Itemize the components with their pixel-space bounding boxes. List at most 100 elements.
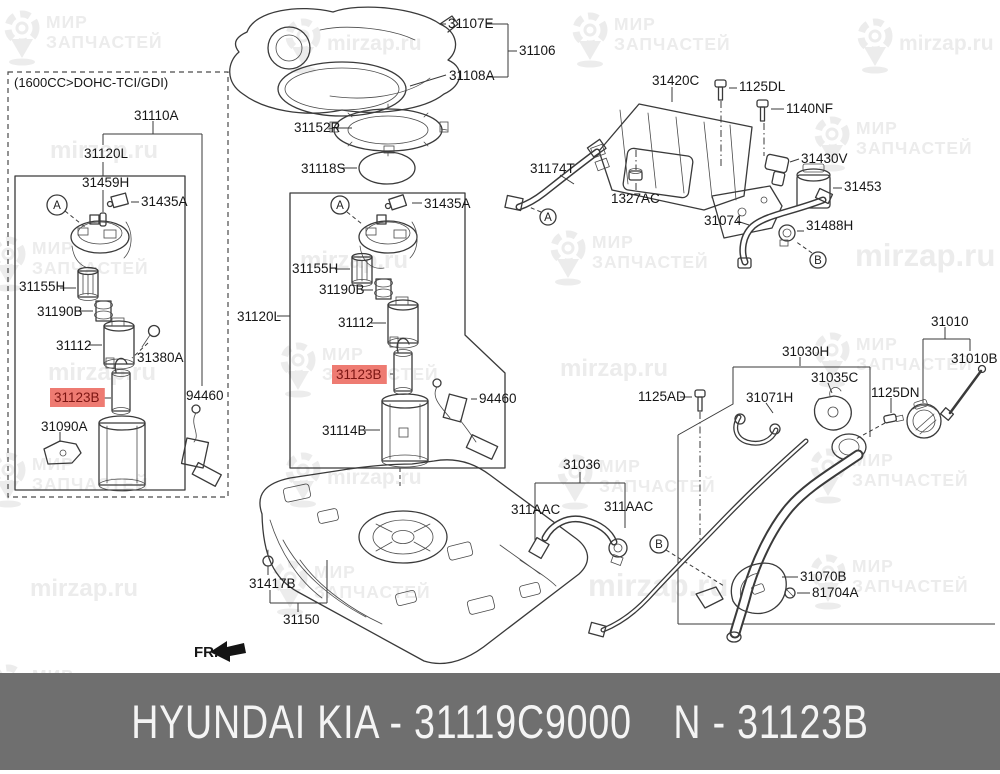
drain-bolt-31417B (262, 549, 274, 567)
svg-text:МИР: МИР (314, 562, 356, 582)
svg-text:31430V: 31430V (801, 151, 848, 166)
svg-text:31174T: 31174T (530, 161, 575, 176)
callout-31118S: 31118S (301, 161, 346, 176)
callout-31190B: 31190B (319, 282, 365, 297)
sensor-31380A (141, 324, 161, 348)
lock-ring-31152R (327, 103, 449, 157)
svg-text:31108A: 31108A (449, 68, 495, 83)
callout-31123B[interactable]: 31123B (332, 365, 387, 384)
callout-31174T: 31174T (530, 161, 575, 176)
callout-31453: 31453 (844, 179, 882, 194)
svg-text:mirzap.ru: mirzap.ru (300, 247, 408, 274)
fuel-tank-31150 (259, 459, 589, 665)
callout-31420C: 31420C (652, 73, 700, 88)
pump-filter-31123B-left (111, 357, 131, 415)
callout-31150: 31150 (283, 612, 320, 627)
callout-31010B: 31010B (951, 351, 998, 366)
part-info-right: N - 31123B (673, 695, 869, 748)
callout-FR.: FR. (194, 644, 218, 661)
fuel-sender-94460-left (180, 404, 222, 487)
svg-text:31120L: 31120L (84, 146, 129, 161)
watermark-site-logo: mirzap.ru (50, 137, 158, 164)
connector-marker-B: B (809, 251, 827, 269)
part-info-left: HYUNDAI KIA - 31119C9000 (131, 695, 632, 748)
svg-text:ЗАПЧАСТЕЙ: ЗАПЧАСТЕЙ (852, 575, 969, 596)
bolt-1125AD (694, 389, 706, 412)
svg-text:A: A (544, 212, 552, 224)
fuel-sender-94460-center (432, 378, 499, 460)
callout-31090A: 31090A (41, 419, 88, 434)
callout-31435A: 31435A (141, 194, 188, 209)
svg-text:31074: 31074 (704, 213, 742, 228)
svg-text:mirzap.ru: mirzap.ru (30, 575, 138, 602)
svg-text:94460: 94460 (479, 391, 517, 406)
svg-text:31106: 31106 (519, 43, 556, 58)
svg-text:ЗАПЧАСТЕЙ: ЗАПЧАСТЕЙ (614, 33, 731, 54)
svg-text:mirzap.ru: mirzap.ru (327, 466, 422, 489)
svg-text:94460: 94460 (186, 388, 224, 403)
svg-text:МИР: МИР (599, 456, 641, 476)
callout-94460: 94460 (479, 391, 517, 406)
svg-text:МИР: МИР (852, 556, 894, 576)
part-info-text: HYUNDAI KIA - 31119C9000 N - 31123B (131, 694, 869, 749)
svg-text:31155H: 31155H (292, 261, 338, 276)
callout-31112: 31112 (56, 338, 92, 353)
part-number-callouts: (1600CC>DOHC-TCI/GDI)31110A31120L31459H3… (14, 16, 998, 661)
fuel-pump-plate-left (70, 192, 132, 269)
valve-31430V (764, 153, 790, 187)
svg-text:31417B: 31417B (249, 576, 296, 591)
svg-text:31090A: 31090A (41, 419, 88, 434)
svg-text:31152R: 31152R (294, 120, 341, 135)
svg-text:mirzap.ru: mirzap.ru (560, 355, 668, 382)
callout-1600CCDOHCTCIGDI: (1600CC>DOHC-TCI/GDI) (14, 75, 168, 90)
callout-31030H: 31030H (782, 344, 829, 359)
bolt-1125DN (883, 413, 905, 424)
svg-text:B: B (655, 539, 663, 551)
seal-31118S (341, 151, 416, 185)
callout-31107E: 31107E (448, 16, 494, 31)
svg-text:mirzap.ru: mirzap.ru (48, 359, 156, 386)
bracket-31090A (43, 440, 82, 465)
svg-text:mirzap.ru: mirzap.ru (855, 238, 995, 273)
tank-cover-parts (229, 6, 517, 185)
svg-text:81704A: 81704A (812, 585, 859, 600)
valve-31435A-center (384, 194, 408, 211)
svg-text:31010B: 31010B (951, 351, 998, 366)
fuel-filter-left (77, 266, 99, 301)
svg-text:МИР: МИР (856, 118, 898, 138)
svg-text:31453: 31453 (844, 179, 882, 194)
connector-marker-A: A (330, 195, 350, 215)
callout-31120L: 31120L (84, 146, 129, 161)
svg-text:1125DN: 1125DN (871, 385, 920, 400)
hose-31071H (733, 413, 781, 446)
svg-text:31120L: 31120L (237, 309, 282, 324)
svg-text:МИР: МИР (592, 232, 634, 252)
connector-marker-A: A (539, 208, 557, 226)
gasket-31108A (277, 61, 447, 117)
callout-31459H: 31459H (82, 175, 129, 190)
svg-text:31123B: 31123B (336, 367, 382, 382)
svg-text:31435A: 31435A (424, 196, 471, 211)
fuel-filter-center (351, 252, 373, 287)
callout-31430V: 31430V (801, 151, 848, 166)
canister-assembly (504, 79, 842, 269)
svg-text:B: B (814, 255, 822, 267)
svg-text:МИР: МИР (322, 344, 364, 364)
callout-31190B: 31190B (37, 304, 83, 319)
svg-text:МИР: МИР (614, 14, 656, 34)
svg-text:31035C: 31035C (811, 370, 859, 385)
filler-neck-assembly (588, 327, 995, 643)
reservoir-cup-left (98, 415, 146, 492)
svg-text:МИР: МИР (856, 334, 898, 354)
callout-31123B[interactable]: 31123B (50, 388, 105, 407)
callout-31010: 31010 (931, 314, 969, 329)
svg-text:31010: 31010 (931, 314, 969, 329)
svg-text:1125AD: 1125AD (638, 389, 686, 404)
svg-text:ЗАПЧАСТЕЙ: ЗАПЧАСТЕЙ (852, 469, 969, 490)
